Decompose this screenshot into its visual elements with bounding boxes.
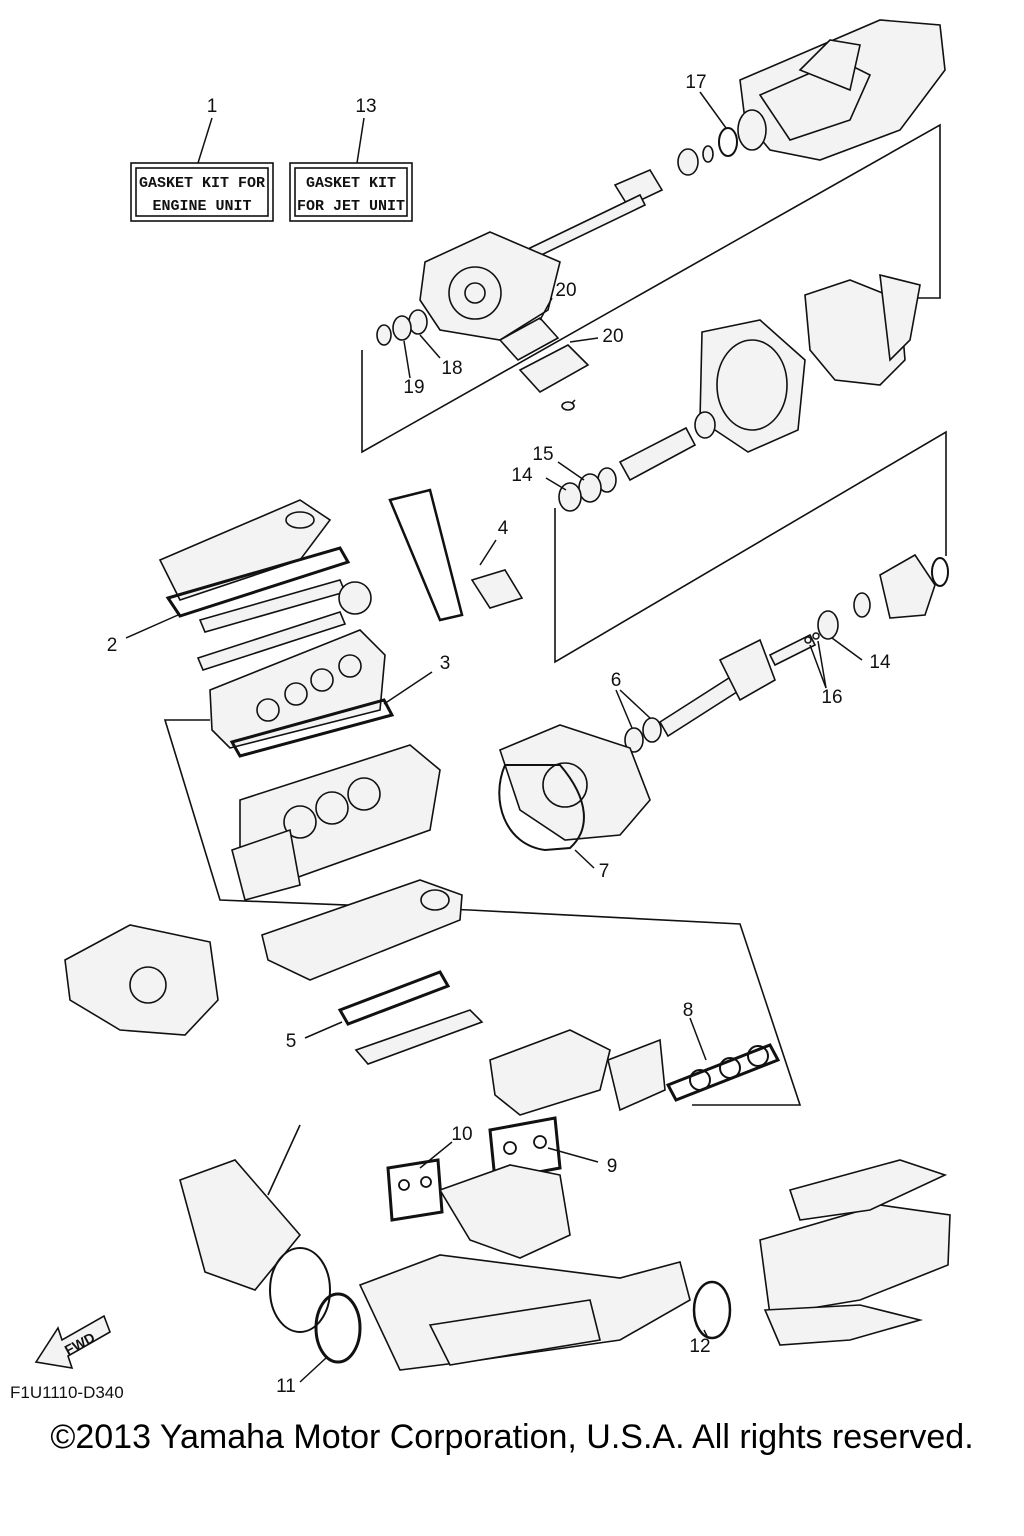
duct-right	[804, 273, 921, 386]
callout-6: 6	[611, 670, 622, 691]
valve-cover	[158, 499, 332, 601]
callout-13: 13	[355, 96, 376, 117]
water-lock	[759, 1159, 951, 1346]
callout-8: 8	[683, 1000, 694, 1021]
plates-20: 20 20	[498, 280, 624, 411]
callout-19: 19	[403, 377, 424, 398]
oring-17: 17	[685, 72, 738, 157]
callout-14a: 14	[511, 465, 533, 486]
callout-10: 10	[451, 1124, 472, 1145]
oil-seals-6: 6	[611, 670, 662, 753]
gasket-10: 10	[386, 1124, 473, 1222]
callout-2: 2	[107, 635, 118, 656]
callout-14b: 14	[869, 652, 891, 673]
valve-cover-gasket-2: 2	[107, 546, 351, 656]
cylinder-block	[231, 744, 441, 901]
bearing-14-15: 14 15	[511, 444, 602, 512]
callout-20b: 20	[602, 326, 623, 347]
camshafts	[196, 579, 372, 671]
callout-7: 7	[599, 861, 610, 882]
callout-18: 18	[441, 358, 462, 379]
callout-5: 5	[286, 1031, 297, 1052]
callout-1: 1	[207, 96, 218, 117]
head-gasket-3: 3	[229, 653, 451, 758]
crankcase-cover: 7	[498, 724, 651, 882]
tensioner-4: 4	[470, 518, 524, 609]
timing-chain	[388, 488, 464, 622]
exhaust-manifold-lower	[438, 1164, 571, 1259]
callout-11: 11	[276, 1376, 296, 1397]
kit-jet-line1: GASKET KIT	[306, 175, 396, 192]
oil-pan-gasket-5: 5	[286, 970, 484, 1065]
callout-17: 17	[685, 72, 706, 93]
callout-12: 12	[689, 1336, 710, 1357]
bracket-engine	[163, 719, 802, 1106]
jet-pump-nozzle	[737, 19, 946, 161]
diagram-code: F1U1110-D340	[10, 1383, 124, 1402]
exhaust-pipe	[179, 1124, 331, 1333]
exhaust-gasket-8: 8	[665, 1000, 781, 1102]
callout-9: 9	[607, 1156, 618, 1177]
kit-engine-line1: GASKET KIT FOR	[139, 175, 265, 192]
shaft-sleeve	[597, 411, 716, 493]
cylinder-head	[209, 629, 386, 749]
kit-label-engine-unit: GASKET KIT FOR ENGINE UNIT 1	[130, 96, 274, 222]
bearing-housing: 14	[817, 553, 949, 673]
bracket-jet-upper	[361, 123, 941, 454]
bearing-18-19: 18 19	[376, 309, 463, 398]
magneto-cover	[64, 924, 219, 1036]
kit-engine-line2: ENGINE UNIT	[152, 198, 251, 215]
gasket-11: 11	[276, 1292, 362, 1397]
kit-label-jet-unit: GASKET KIT FOR JET UNIT 13	[289, 96, 413, 222]
muffler	[358, 1254, 691, 1371]
bracket-jet-lower	[554, 430, 947, 664]
copyright-notice: ©2013 Yamaha Motor Corporation, U.S.A. A…	[50, 1418, 974, 1456]
impeller-housing	[419, 231, 561, 341]
exhaust-manifold-upper	[489, 1029, 666, 1116]
intake-plate	[699, 319, 806, 453]
callout-20a: 20	[555, 280, 576, 301]
callout-16: 16	[821, 687, 842, 708]
crankcase	[261, 879, 463, 981]
kit-jet-line2: FOR JET UNIT	[297, 198, 405, 215]
forward-arrow-icon: FWD	[34, 1314, 111, 1370]
callout-15: 15	[532, 444, 553, 465]
gasket-12: 12	[689, 1280, 732, 1357]
drive-coupling: 16	[658, 632, 843, 738]
gasket-9: 9	[488, 1116, 618, 1182]
callout-4: 4	[498, 518, 509, 539]
callout-3: 3	[440, 653, 451, 674]
